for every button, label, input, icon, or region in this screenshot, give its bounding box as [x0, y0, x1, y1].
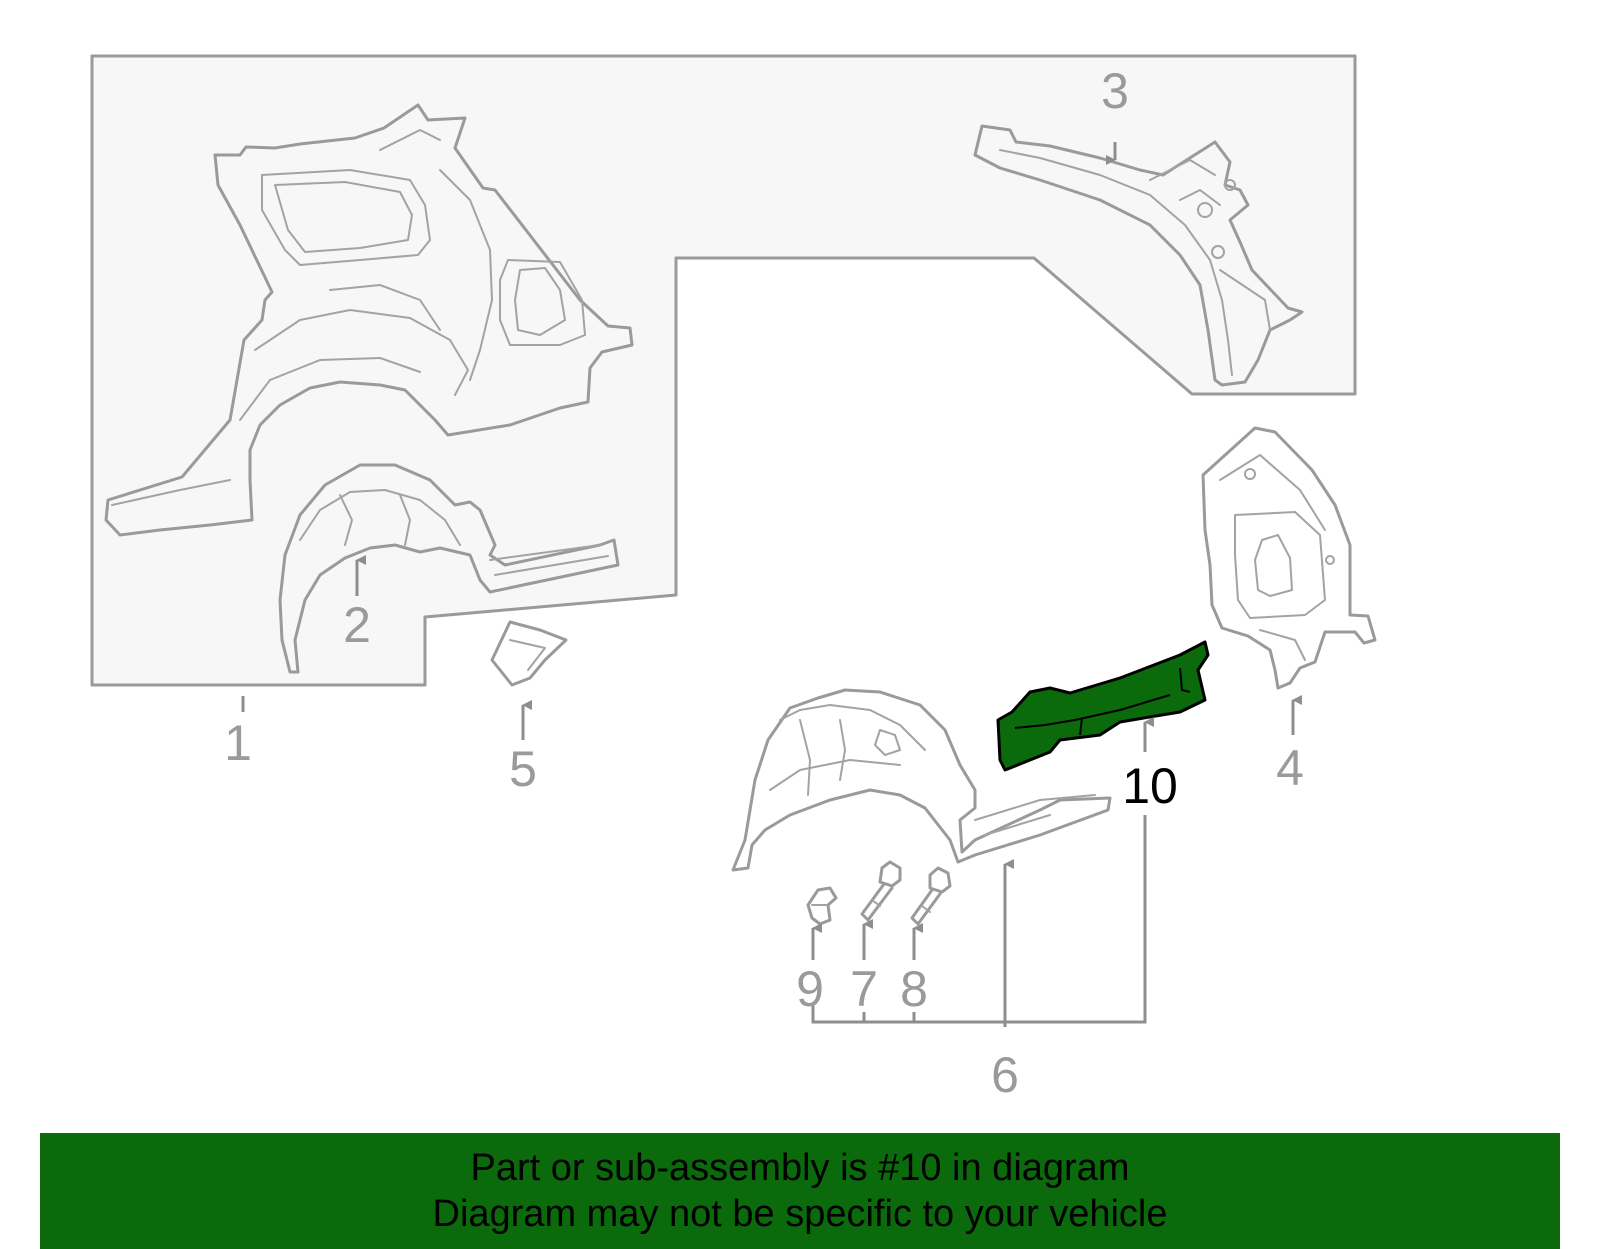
banner-line-1: Part or sub-assembly is #10 in diagram [470, 1147, 1130, 1189]
callout-9: 9 [796, 961, 824, 1017]
leaders [241, 142, 1302, 1027]
callout-10: 10 [1122, 758, 1178, 814]
part-10-rail-highlighted [996, 640, 1210, 772]
callout-1: 1 [224, 715, 252, 771]
part-3-pillar-reinforcement [973, 124, 1304, 387]
callout-5: 5 [509, 741, 537, 797]
callout-3: 3 [1101, 63, 1129, 119]
part-5-bracket [490, 620, 568, 687]
part-1-quarter-inner [104, 103, 634, 537]
callout-7: 7 [850, 961, 878, 1017]
banner-line-2: Diagram may not be specific to your vehi… [432, 1193, 1168, 1235]
part-7-bolt [860, 860, 902, 922]
part-6-wheelhouse-inner [731, 688, 1112, 872]
callout-8: 8 [900, 961, 928, 1017]
part-4-end-panel [1201, 426, 1377, 690]
callout-2: 2 [343, 597, 371, 653]
info-banner: Part or sub-assembly is #10 in diagram D… [40, 1133, 1560, 1249]
part-2-wheelhouse-outer [278, 463, 620, 674]
callout-4: 4 [1276, 740, 1304, 796]
callout-6: 6 [991, 1047, 1019, 1103]
part-8-bolt [910, 866, 952, 926]
part-9-clip [806, 886, 838, 926]
